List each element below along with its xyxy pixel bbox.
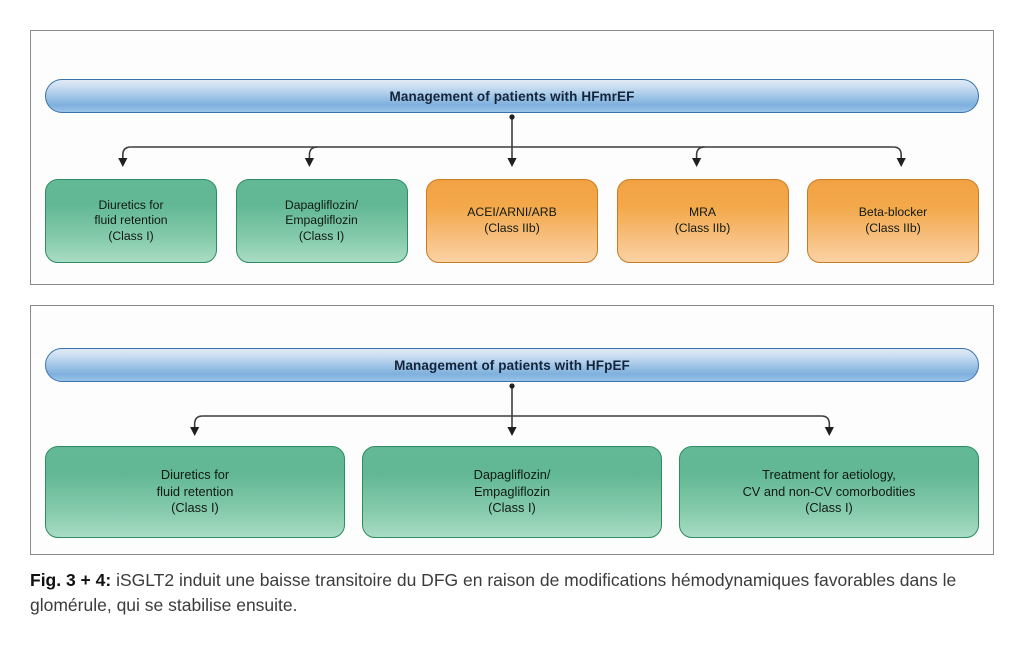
connector-arrows-hfpef — [190, 383, 834, 436]
node-line: Treatment for aetiology, — [762, 467, 896, 483]
node-line: (Class I) — [488, 500, 536, 516]
node-line: (Class I) — [805, 500, 853, 516]
panel-hfpef: Management of patients with HFpEF Diuret… — [30, 305, 994, 555]
node-line: (Class I) — [171, 500, 219, 516]
figure-caption: Fig. 3 + 4: iSGLT2 induit une baisse tra… — [30, 568, 994, 618]
node-line: Beta-blocker — [858, 205, 928, 220]
node-line: Diuretics for — [98, 197, 164, 212]
node-line: fluid retention — [94, 213, 168, 228]
node-mra-hfmref[interactable]: MRA (Class IIb) — [616, 179, 789, 263]
connector-arrows-hfmref — [118, 114, 906, 167]
header-bar-hfpef: Management of patients with HFpEF — [45, 348, 979, 382]
node-line: (Class IIb) — [865, 221, 921, 235]
node-line: CV and non-CV comorbodities — [742, 483, 916, 499]
node-sglt2-hfmref[interactable]: Dapagliflozin/ Empagliflozin (Class I) — [235, 179, 408, 263]
node-acei-arni-arb-hfmref[interactable]: ACEI/ARNI/ARB (Class IIb) — [426, 179, 598, 263]
node-line: (Class I) — [298, 228, 345, 243]
node-line: (Class IIb) — [674, 221, 731, 235]
node-line: (Class IIb) — [484, 221, 540, 235]
node-line: fluid retention — [156, 483, 234, 499]
node-line: ACEI/ARNI/ARB — [467, 205, 557, 220]
node-row-hfpef: Diuretics for fluid retention (Class I) … — [45, 446, 979, 538]
node-line: MRA — [688, 205, 717, 220]
node-beta-blocker-hfmref[interactable]: Beta-blocker (Class IIb) — [807, 179, 979, 263]
node-line: Diuretics for — [160, 467, 230, 483]
figure-caption-text: iSGLT2 induit une baisse transitoire du … — [30, 570, 957, 615]
header-title-hfmref: Management of patients with HFmrEF — [389, 88, 635, 104]
node-diuretics-hfpef[interactable]: Diuretics for fluid retention (Class I) — [45, 446, 345, 538]
figure-caption-label: Fig. 3 + 4: — [30, 570, 112, 590]
panel-hfmref: Management of patients with HFmrEF — [30, 30, 994, 285]
header-bar-hfmref: Management of patients with HFmrEF — [45, 79, 979, 113]
node-sglt2-hfpef[interactable]: Dapagliflozin/ Empagliflozin (Class I) — [362, 446, 662, 538]
node-line: Empagliflozin — [473, 483, 551, 499]
node-aetiology-comorbidities-hfpef[interactable]: Treatment for aetiology, CV and non-CV c… — [679, 446, 979, 538]
node-line: (Class I) — [108, 228, 154, 243]
node-diuretics-hfmref[interactable]: Diuretics for fluid retention (Class I) — [45, 179, 217, 263]
node-line: Dapagliflozin/ — [284, 197, 359, 212]
header-title-hfpef: Management of patients with HFpEF — [394, 357, 630, 373]
node-row-hfmref: Diuretics for fluid retention (Class I) … — [45, 179, 979, 263]
node-line: Dapagliflozin/ — [473, 467, 551, 483]
node-line: Empagliflozin — [285, 213, 358, 228]
